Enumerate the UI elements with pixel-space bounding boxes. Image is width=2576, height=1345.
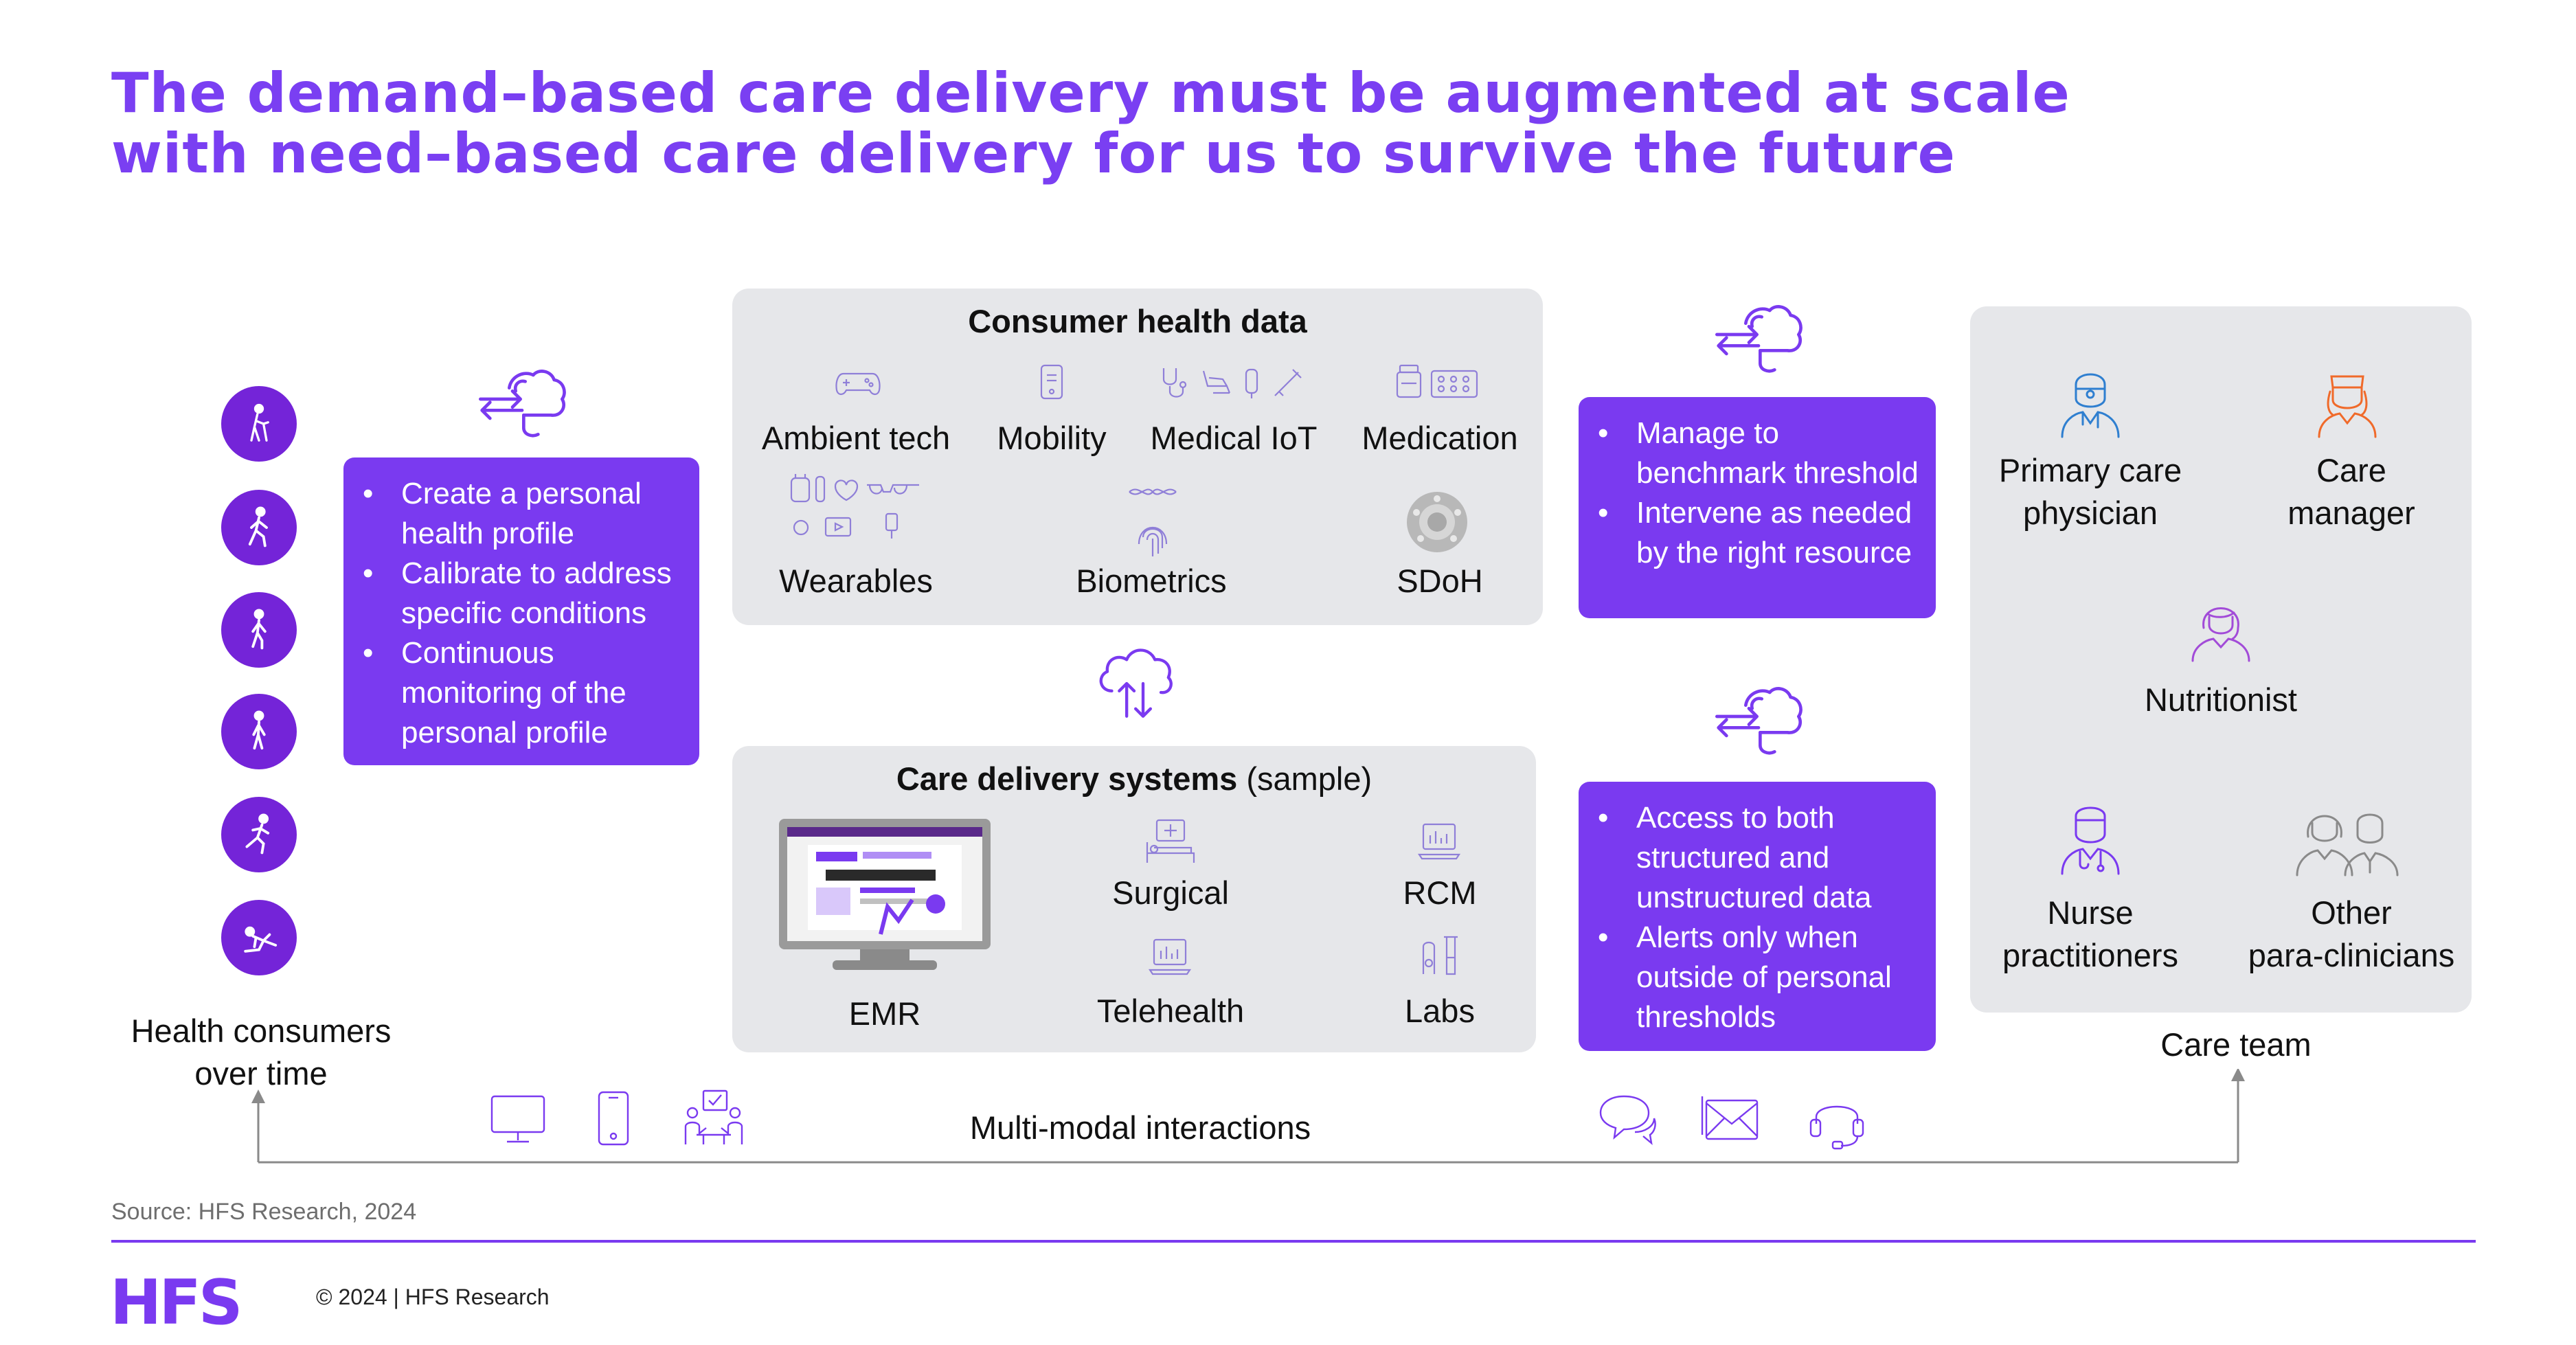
running-person-icon	[221, 797, 297, 872]
email-icon	[1701, 1096, 1759, 1140]
medication-label: Medication	[1362, 420, 1518, 456]
para-clinicians-icon	[2296, 813, 2399, 877]
cloud-sync-icon	[1710, 680, 1807, 762]
medical-devices-icon	[1162, 368, 1302, 398]
emr-monitor-icon	[779, 819, 991, 970]
page-title: The demand–based care delivery must be a…	[111, 63, 2481, 184]
care-delivery-systems-title: Care delivery systems (sample)	[896, 760, 1372, 797]
cloud-sync-icon	[474, 363, 570, 445]
biometrics-icon	[1129, 488, 1177, 556]
wearables-label: Wearables	[779, 563, 933, 599]
mobile-device-icon	[1040, 364, 1063, 400]
cloud-exchange-icon	[1089, 639, 1179, 728]
fallen-person-icon	[221, 900, 297, 975]
surgical-label: Surgical	[1112, 874, 1229, 911]
nurse-practitioners-label: Nurse practitioners	[2002, 894, 2178, 973]
nutritionist-label: Nutritionist	[2144, 681, 2297, 718]
care-delivery-systems-panel: Care delivery systems (sample) EMR Surgi…	[732, 746, 1536, 1052]
access-item: Alerts only when outside of personal thr…	[1579, 918, 1929, 1037]
care-manager-label: Care manager	[2287, 452, 2415, 531]
game-controller-icon	[835, 372, 881, 396]
copyright-text: © 2024 | HFS Research	[316, 1285, 550, 1309]
biometrics-label: Biometrics	[1076, 563, 1227, 599]
rcm-label: RCM	[1403, 874, 1477, 911]
profile-item: Calibrate to address specific conditions	[343, 554, 692, 633]
profile-item: Continuous monitoring of the personal pr…	[343, 633, 692, 753]
other-para-clinicians-label: Other para-clinicians	[2248, 894, 2455, 973]
medical-iot-label: Medical IoT	[1150, 420, 1318, 456]
hfs-logo: HFS	[110, 1267, 243, 1339]
care-team-label: Care team	[2160, 1026, 2312, 1063]
title-line-1: The demand–based care delivery must be a…	[111, 61, 2070, 125]
threshold-box: Manage to benchmark threshold Intervene …	[1579, 397, 1936, 618]
physician-icon	[2061, 373, 2120, 438]
title-line-2: with need–based care delivery for us to …	[111, 122, 1956, 185]
in-person-meeting-icon	[684, 1089, 743, 1144]
cloud-sync-icon	[1710, 298, 1807, 381]
footer-divider	[111, 1240, 2476, 1243]
telehealth-laptop-icon	[1148, 938, 1192, 975]
ambient-tech-label: Ambient tech	[761, 420, 951, 456]
profile-box: Create a personal health profile Calibra…	[343, 457, 699, 765]
elderly-cane-icon	[221, 386, 297, 462]
rcm-laptop-icon	[1417, 823, 1461, 860]
nutritionist-icon	[2191, 607, 2250, 662]
access-item: Access to both structured and unstructur…	[1579, 798, 1929, 918]
desktop-icon	[490, 1095, 545, 1143]
smartphone-icon	[598, 1091, 629, 1146]
pcp-label: Primary care physician	[1998, 452, 2182, 531]
sdoh-icon	[1407, 492, 1467, 552]
walking-person-icon	[221, 490, 297, 565]
nurse-icon	[2061, 806, 2120, 875]
chat-bubbles-icon	[1599, 1095, 1656, 1145]
threshold-item: Manage to benchmark threshold	[1579, 414, 1932, 493]
consumer-health-data-panel: Consumer health data Ambient tech Mobili…	[732, 289, 1543, 625]
care-team-panel: Primary care physician Care manager Nutr…	[1970, 306, 2472, 1013]
emr-label: EMR	[848, 995, 921, 1032]
walking-person-icon	[221, 694, 297, 769]
hospital-bed-icon	[1146, 819, 1195, 863]
care-manager-icon	[2318, 375, 2377, 438]
interaction-connector	[251, 1069, 2245, 1164]
labs-icon	[1422, 936, 1458, 975]
walking-person-icon	[221, 592, 297, 668]
source-note: Source: HFS Research, 2024	[111, 1199, 417, 1225]
mobility-label: Mobility	[997, 420, 1107, 456]
consumer-health-data-title: Consumer health data	[968, 303, 1307, 339]
multi-modal-label: Multi-modal interactions	[969, 1109, 1311, 1146]
health-consumers-label: Health consumers over time	[131, 1013, 392, 1092]
threshold-item: Intervene as needed by the right resourc…	[1579, 493, 1932, 573]
wearables-icon	[790, 474, 919, 539]
medication-icon	[1396, 364, 1478, 398]
profile-item: Create a personal health profile	[343, 474, 692, 554]
headset-support-icon	[1809, 1105, 1864, 1150]
labs-label: Labs	[1405, 993, 1475, 1029]
telehealth-label: Telehealth	[1096, 993, 1245, 1029]
access-box: Access to both structured and unstructur…	[1579, 782, 1936, 1051]
sdoh-label: SDoH	[1397, 563, 1483, 599]
